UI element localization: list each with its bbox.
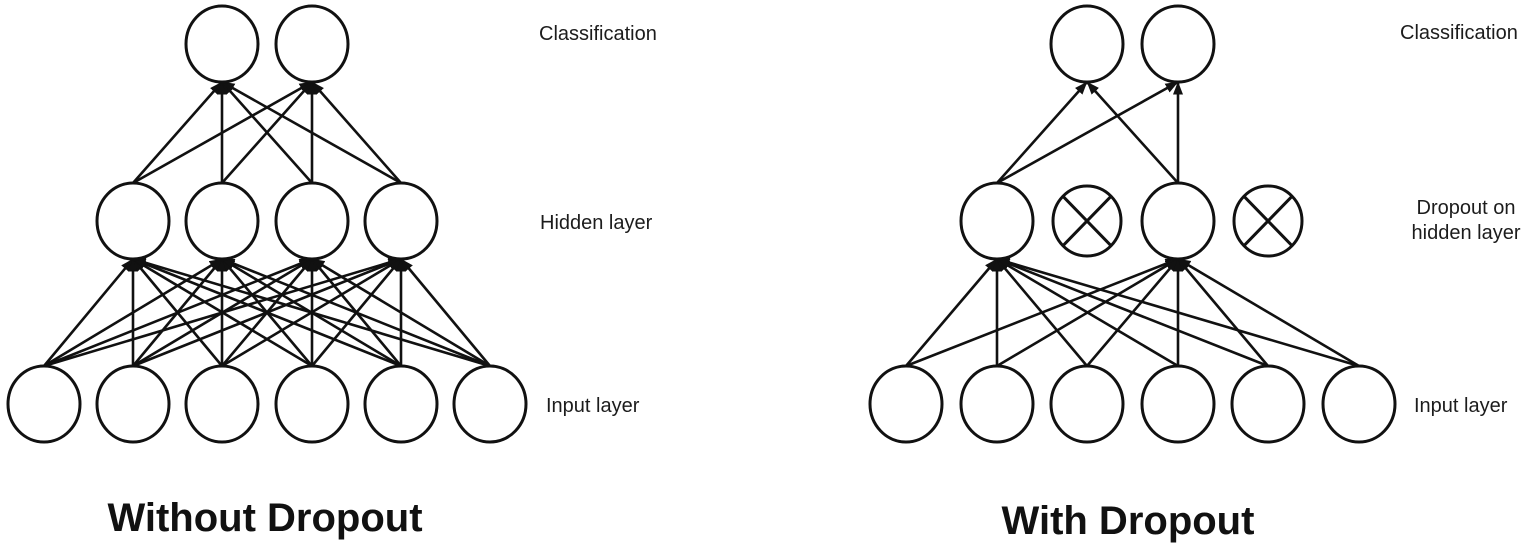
connection-edge: [996, 80, 1179, 185]
input-node: [868, 364, 944, 444]
hidden-node: [363, 181, 439, 261]
input-node: [1049, 364, 1125, 444]
connection-edge: [311, 81, 402, 184]
output-node: [1140, 4, 1216, 84]
output-node: [184, 4, 260, 84]
output-layer-label: Classification: [1400, 22, 1518, 44]
connection-edge: [996, 257, 1269, 368]
hidden-layer-label: Hidden layer: [540, 212, 653, 234]
connection-edge: [311, 257, 491, 368]
connection-edge: [996, 257, 1179, 368]
input-node: [1230, 364, 1306, 444]
input-node: [363, 364, 439, 444]
connection-edge: [221, 80, 402, 185]
input-node: [959, 364, 1035, 444]
network-title: With Dropout: [1002, 499, 1255, 543]
connection-edge: [1086, 81, 1179, 184]
connection-edge: [1177, 257, 1360, 368]
connection-edge: [996, 257, 1360, 368]
connection-edge: [132, 81, 223, 184]
hidden-node: [1140, 181, 1216, 261]
connection-edge: [43, 258, 134, 367]
connection-edge: [400, 258, 491, 367]
hidden-node: [959, 181, 1035, 261]
output-layer-label: Classification: [539, 23, 657, 45]
hidden-node: [184, 181, 260, 261]
dropout-x-mark: [1242, 195, 1294, 247]
output-node: [274, 4, 350, 84]
input-node: [274, 364, 350, 444]
network-without-dropout: Input layer Hidden layer ClassificationWit…: [6, 4, 657, 540]
connection-edge: [221, 81, 313, 184]
output-node: [1049, 4, 1125, 84]
dropout-x-mark: [1061, 195, 1113, 247]
connection-edge: [132, 257, 402, 368]
input-node: [6, 364, 82, 444]
connection-edge: [996, 258, 1088, 367]
input-node: [95, 364, 171, 444]
connection-edge: [132, 257, 491, 368]
network-title: Without Dropout: [107, 496, 422, 540]
hidden-node: [274, 181, 350, 261]
connection-edge: [132, 257, 313, 368]
input-node: [452, 364, 528, 444]
input-layer-label: Input layer: [546, 395, 640, 417]
input-node: [1321, 364, 1397, 444]
connection-edge: [905, 258, 998, 367]
input-node: [184, 364, 260, 444]
connection-edge: [221, 257, 491, 368]
input-layer-label: Input layer: [1414, 395, 1508, 417]
hidden-node: [95, 181, 171, 261]
connection-edge: [132, 258, 223, 367]
input-node: [1140, 364, 1216, 444]
connection-edge: [996, 81, 1088, 184]
connection-edge: [1177, 258, 1269, 367]
